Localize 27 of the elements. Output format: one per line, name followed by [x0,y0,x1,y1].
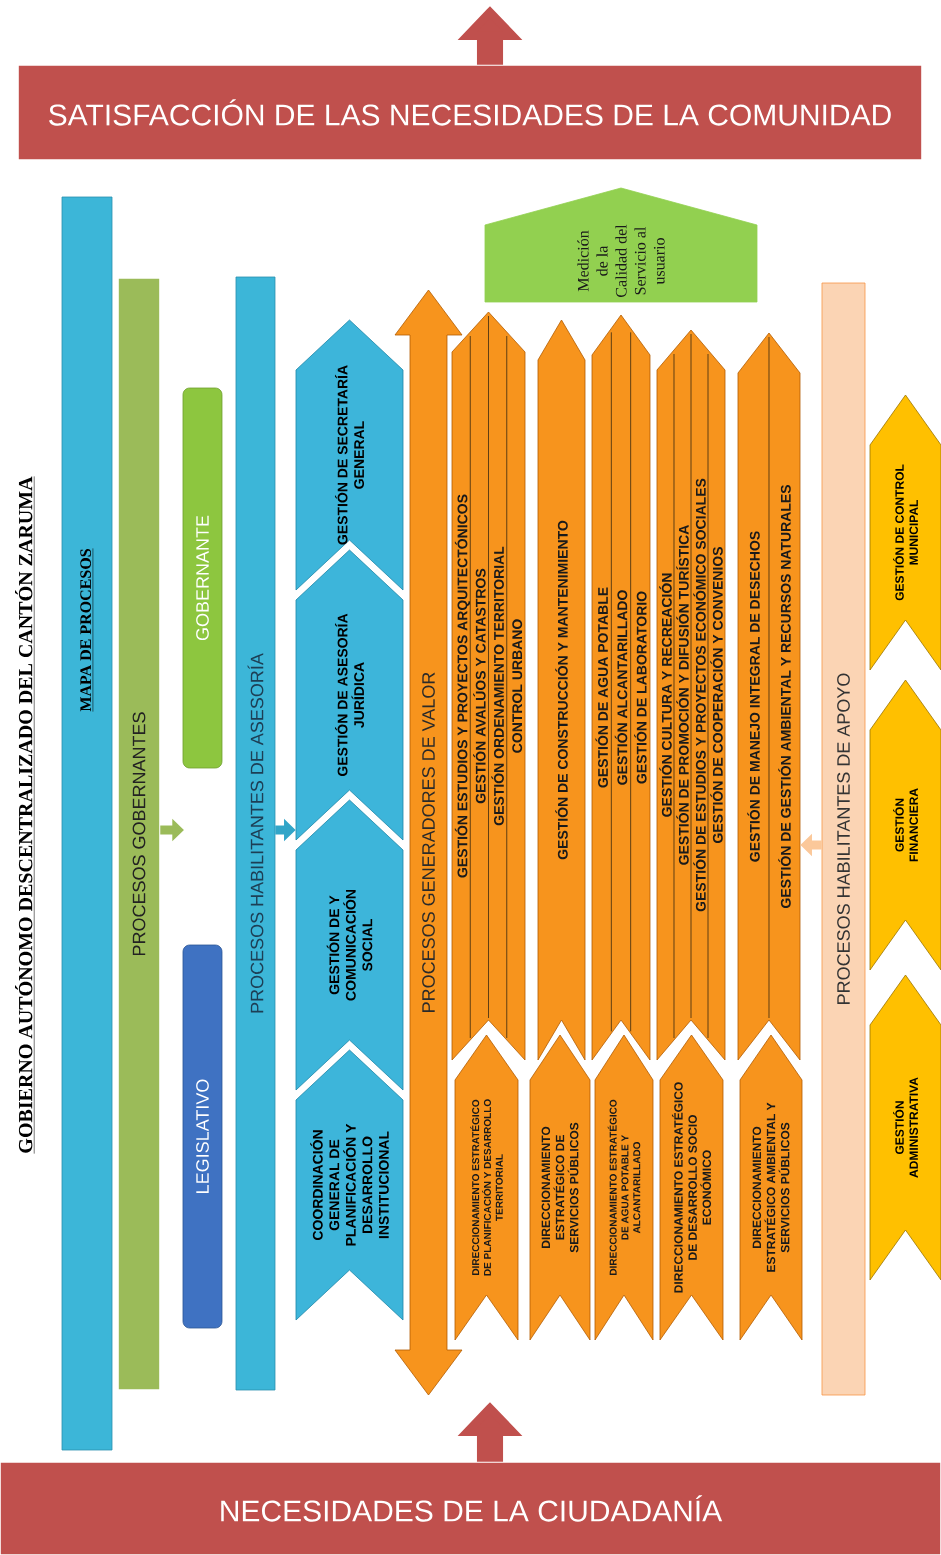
arrow-column: GESTIÓN CULTURA Y RECREACIÓN GESTIÓN DE PROMOCIÓN Y DIFUSIÓN TURÍSTICA GESTIÓN DE ESTUDIOS Y PROYECTOS ECONÓMICO SOCIALES GESTIÓN DE COOPERACIÓN Y CONVENIOS [656,329,726,1061]
chevron-box: DIRECCIONAMIENTO ESTRATÉGICO DE AGUA POTABLE Y ALCANTARILLADO [594,1034,654,1341]
chevron-box: GESTIÓN FINANCIERA [869,679,941,971]
chevron-box: DIRECCIONAMIENTO ESTRATÉGICO DE SERVICIOS PÚBLICOS [529,1034,591,1341]
arrow-column: GESTIÓN DE MANEJO INTEGRAL DE DESECHOS GESTIÓN DE GESTIÓN AMBIENTAL Y RECURSOS NATURALES [737,332,801,1061]
process-bar: PROCESOS GOBERNANTES [117,277,161,1391]
banner: NECESIDADES DE LA CIUDADANÍA [0,1461,941,1555]
pentagon-box: Medición de la Calidad del Servicio al usuario [484,187,758,303]
chevron-box: GESTIÓN DE Y COMUNICACIÓN SOCIAL [295,799,404,1091]
process-bar: PROCESOS HABILITANTES DE ASESORÍA [235,276,276,1391]
chevron-box: DIRECCIONAMIENTO ESTRATÉGICO DE DESARROLLO SOCIO ECONÓMICO [659,1034,724,1341]
chevron-box: DIRECCIONAMIENTO ESTRATÉGICO AMBIENTAL Y SERVICIOS PÚBLICOS [739,1034,803,1341]
chevron-box: GESTIÓN ADMINISTRATIVA [869,974,941,1281]
chevron-box: GESTIÓN DE ASESORÍA JURÍDICA [295,549,404,841]
banner: SATISFACCIÓN DE LAS NECESIDADES DE LA COMUNIDAD [17,64,923,161]
rounded-box: LEGISLATIVO [182,944,223,1329]
rounded-box: GOBERNANTE [182,387,223,769]
arrow-column: GESTIÓN ESTUDIOS Y PROYECTOS ARQUITECTÓNICOS GESTIÓN AVALÚOS Y CATASTROS GESTIÓN ORDENAMIENTO TERRITORIAL CONTROL URBANO [451,311,526,1061]
chevron-box: DIRECCIONAMIENTO ESTRATÉGICO DE PLANIFICACIÓN Y DESARROLLO TERRITORIAL [454,1034,519,1341]
chevron-box: GESTIÓN DE SECRETARÍA GENERAL [295,319,404,591]
process-bar: PROCESOS HABILITANTES DE APOYO [821,282,866,1396]
arrow-column: GESTIÓN DE CONSTRUCCIÓN Y MANTENIMIENTO [537,319,586,1061]
title: GOBIERNO AUTÓNOMO DESCENTRALIZADO DEL CANTÓN ZARUMA [15,476,35,1154]
arrow-column: GESTIÓN DE AGUA POTABLE GESTIÓN ALCANTARILLADO GESTIÓN DE LABORATORIO [591,314,651,1061]
chevron-box: COORDINACIÓN GENERAL DE PLANIFICACIÓN Y DESARROLLO INSTITUCIONAL [295,1049,404,1321]
process-bar: MAPA DE PROCESOS [61,196,113,1451]
chevron-box: GESTIÓN DE CONTROL MUNICIPAL [869,394,941,671]
